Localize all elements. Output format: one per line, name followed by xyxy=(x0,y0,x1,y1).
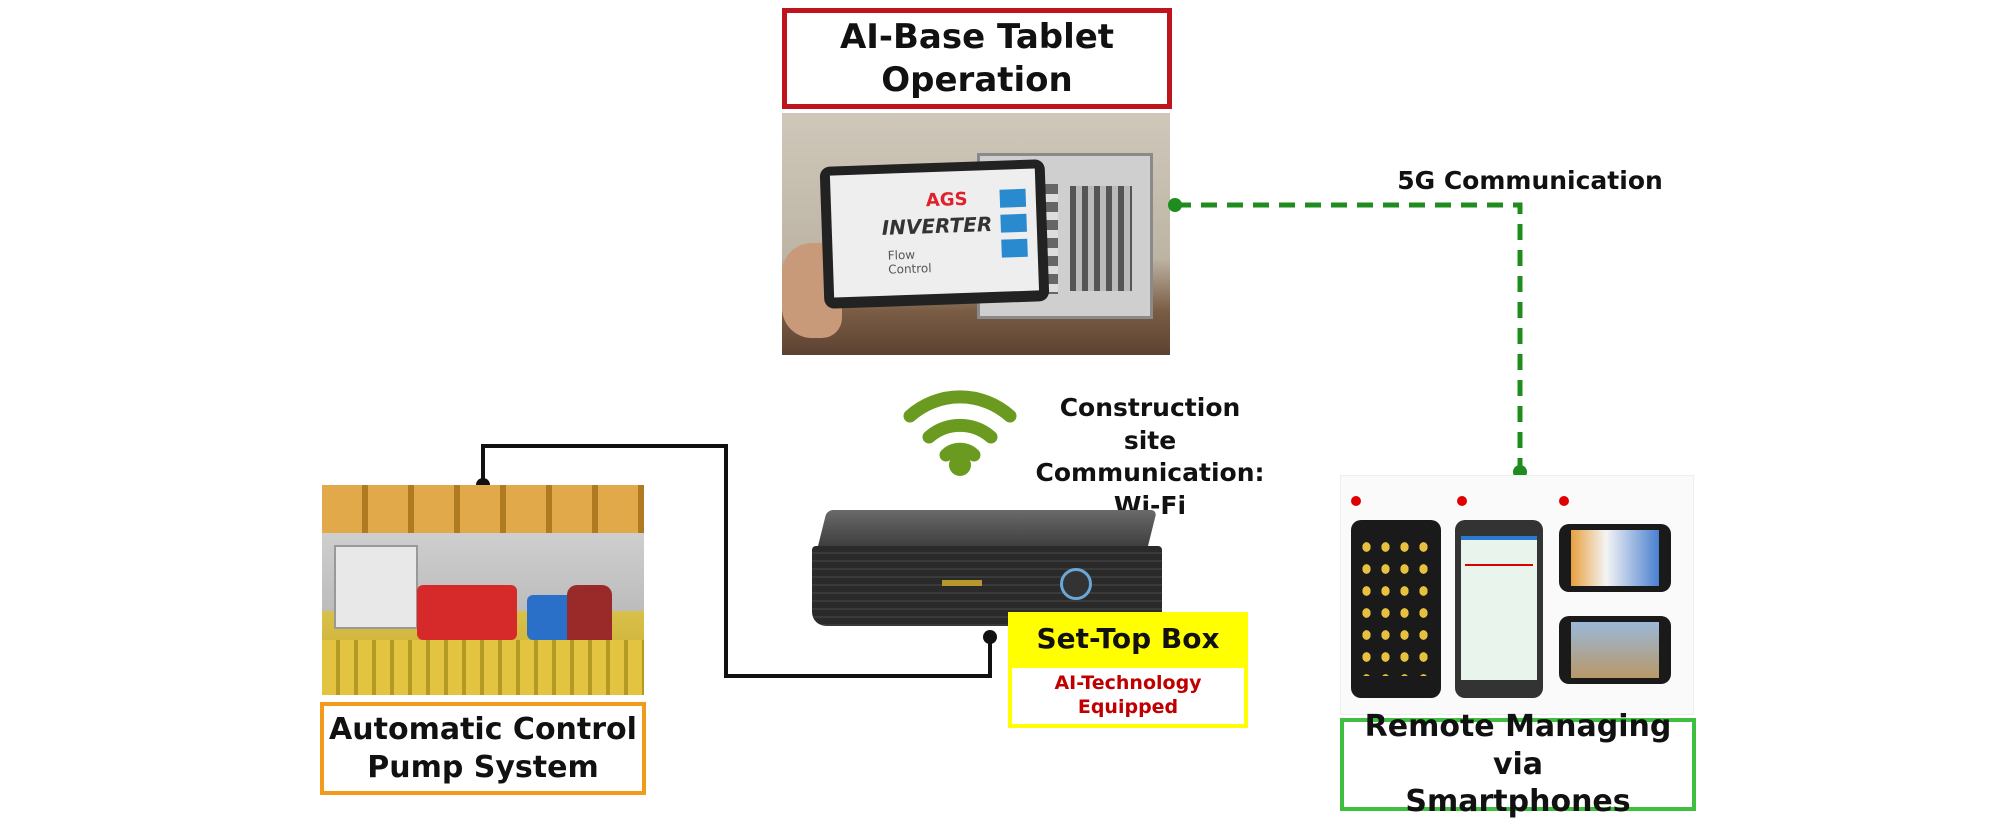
tablet-title-line1: AI-Base Tablet xyxy=(839,17,1115,57)
set-top-box-subtitle-line2: Equipped xyxy=(1077,696,1179,718)
tablet-photo: AGS INVERTER Flow Control xyxy=(782,113,1170,355)
remote-managing-title: Remote Managing via Smartphones xyxy=(1340,709,1696,819)
set-top-box-title: Set-Top Box xyxy=(1008,612,1248,664)
remote-title-line2: Smartphones xyxy=(1405,784,1631,820)
wired-link-dot-stb xyxy=(983,630,997,644)
5g-link-dot-tablet xyxy=(1168,198,1182,212)
wifi-icon-dot xyxy=(949,454,971,476)
wifi-label-line1: Construction site xyxy=(1059,393,1241,455)
wired-link xyxy=(481,444,992,678)
phone-2 xyxy=(1455,520,1543,698)
smartphones-image xyxy=(1340,475,1694,715)
phone-4 xyxy=(1559,616,1671,684)
pump-system-title: Automatic Control Pump System xyxy=(320,702,646,795)
wifi-label-line2: Communication: xyxy=(1035,458,1265,487)
tablet-title-line2: Operation xyxy=(881,59,1073,100)
pump-system-photo xyxy=(322,485,644,695)
pump-title-line1: Automatic Control xyxy=(329,712,637,747)
tablet-title-box: AI-Base Tablet Operation xyxy=(782,8,1172,109)
remote-title-line1: Remote Managing via xyxy=(1364,709,1672,782)
set-top-box-subtitle: AI-Technology Equipped xyxy=(1008,664,1248,728)
5g-label: 5G Communication xyxy=(1397,166,1663,195)
wifi-label: Construction site Communication: Wi-Fi xyxy=(1030,392,1270,522)
pump-title-line2: Pump System xyxy=(367,749,599,785)
5g-dashed-link xyxy=(1175,202,1523,472)
wifi-icon xyxy=(903,390,1017,462)
set-top-box-subtitle-line1: AI-Technology xyxy=(1054,672,1202,695)
phone-3 xyxy=(1559,524,1671,592)
phone-1 xyxy=(1351,520,1441,698)
